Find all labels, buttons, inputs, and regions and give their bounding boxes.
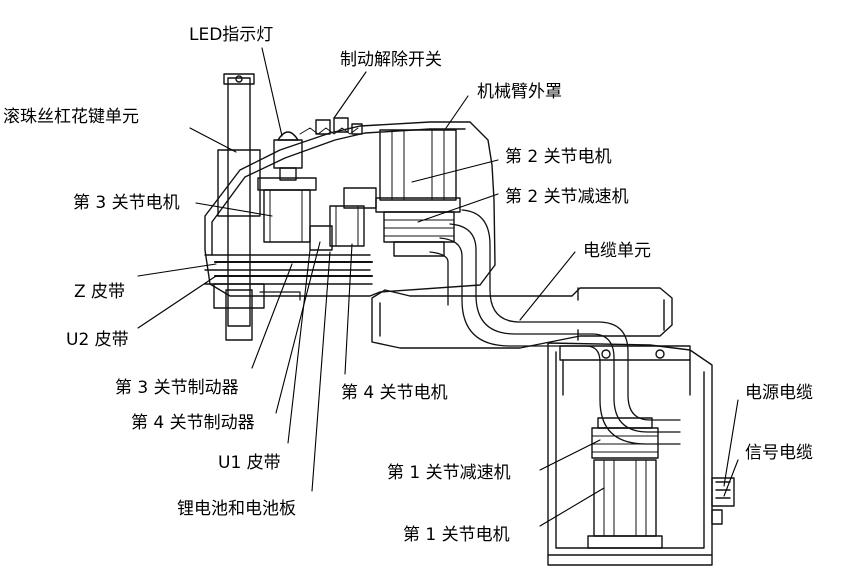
label-signal-cable: 信号电缆	[745, 443, 813, 463]
label-led-indicator: LED指示灯	[189, 25, 274, 45]
led-indicator	[273, 131, 303, 181]
j1-motor	[587, 459, 663, 549]
j1-reducer	[591, 417, 659, 459]
label-arm-cover: 机械臂外罩	[477, 82, 562, 102]
j4-motor	[309, 187, 377, 251]
label-j3-motor: 第 3 关节电机	[73, 193, 180, 213]
label-battery-board: 锂电池和电池板	[177, 499, 296, 519]
base-column	[547, 342, 735, 566]
brake-release-switch	[315, 117, 363, 135]
label-j1-motor: 第 1 关节电机	[403, 525, 510, 545]
j2-reducer	[383, 211, 455, 257]
label-j4-brake: 第 4 关节制动器	[131, 413, 255, 433]
j2-motor	[375, 129, 461, 213]
label-u2-belt: U2 皮带	[66, 330, 129, 350]
label-j3-brake: 第 3 关节制动器	[115, 378, 239, 398]
belts	[214, 261, 373, 301]
label-power-cable: 电源电缆	[745, 383, 813, 403]
label-j1-reducer: 第 1 关节减速机	[387, 463, 511, 483]
j3-motor	[257, 177, 317, 243]
ball-screw-shaft	[213, 73, 265, 341]
cover-detail	[299, 127, 359, 135]
label-ball-screw-spline: 滚珠丝杠花键单元	[3, 107, 139, 127]
cable-unit	[429, 209, 681, 445]
label-z-belt: Z 皮带	[74, 282, 126, 302]
label-brake-release-switch: 制动解除开关	[340, 50, 442, 70]
label-u1-belt: U1 皮带	[218, 453, 281, 473]
label-cable-unit: 电缆单元	[583, 241, 651, 261]
arm1	[371, 287, 673, 349]
leader-lines	[137, 47, 739, 527]
arm2	[204, 121, 496, 297]
label-j2-motor: 第 2 关节电机	[505, 147, 612, 167]
label-j2-reducer: 第 2 关节减速机	[505, 187, 629, 207]
label-j4-motor: 第 4 关节电机	[341, 383, 448, 403]
